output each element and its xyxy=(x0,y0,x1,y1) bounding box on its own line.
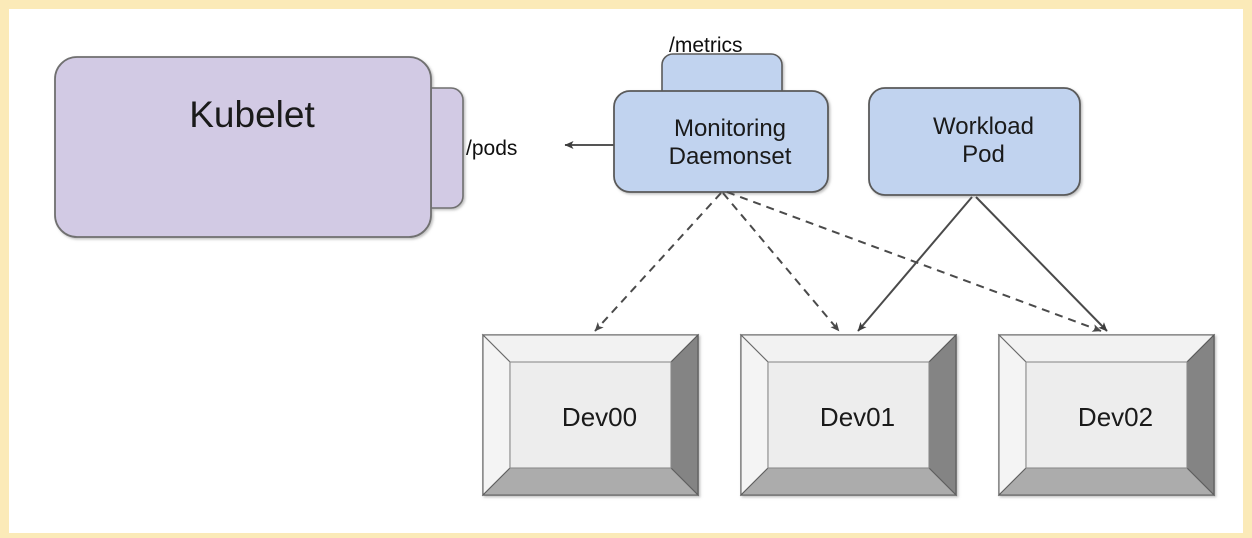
kubelet-port-tab xyxy=(430,87,464,209)
diagram-surface: Kubelet Monitoring Daemonset Workload Po… xyxy=(9,9,1243,533)
dev02-face xyxy=(1025,361,1188,469)
kubelet-body xyxy=(54,56,432,238)
node-workload-pod[interactable] xyxy=(868,87,1081,196)
dev00-face xyxy=(509,361,672,469)
node-dev00[interactable] xyxy=(481,333,700,497)
dev01-left-bevel xyxy=(740,333,769,497)
metrics-endpoint-label: /metrics xyxy=(669,34,743,57)
edge-workload-to-dev02 xyxy=(975,196,1108,332)
workload-pod-body xyxy=(868,87,1081,196)
node-kubelet[interactable] xyxy=(54,56,464,238)
pods-endpoint-label: /pods xyxy=(466,137,518,160)
dev02-bottom-bevel xyxy=(997,467,1216,496)
edge-daemonset-to-dev01 xyxy=(722,192,840,332)
dev01-face xyxy=(767,361,930,469)
dev01-top-bevel xyxy=(739,334,958,363)
node-monitoring-daemonset[interactable] xyxy=(613,53,829,193)
dev02-top-bevel xyxy=(997,334,1216,363)
dev02-left-bevel xyxy=(998,333,1027,497)
dev02-right-bevel xyxy=(1186,333,1215,497)
node-dev02[interactable] xyxy=(997,333,1216,497)
edge-workload-to-dev01 xyxy=(857,196,973,332)
edge-daemonset-to-dev02 xyxy=(726,191,1102,332)
metrics-endpoint-tab xyxy=(661,53,783,94)
dev01-bottom-bevel xyxy=(739,467,958,496)
dev01-right-bevel xyxy=(928,333,957,497)
dev00-left-bevel xyxy=(482,333,511,497)
monitoring-daemonset-body xyxy=(613,90,829,193)
edge-daemonset-to-dev00 xyxy=(594,192,722,332)
dev00-right-bevel xyxy=(670,333,699,497)
dev00-bottom-bevel xyxy=(481,467,700,496)
node-dev01[interactable] xyxy=(739,333,958,497)
diagram-vector-layer xyxy=(54,53,1216,497)
dev00-top-bevel xyxy=(481,334,700,363)
